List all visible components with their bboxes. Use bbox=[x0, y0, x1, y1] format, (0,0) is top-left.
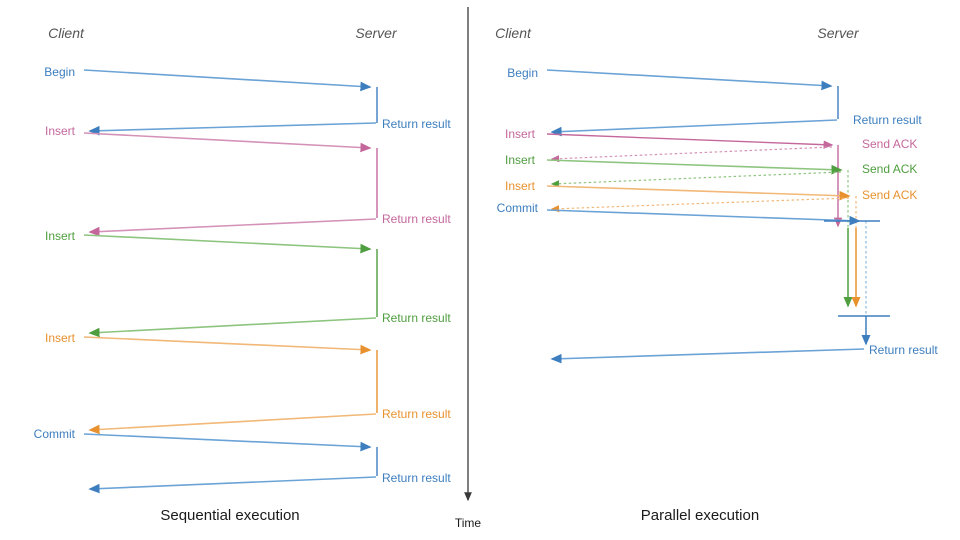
left-server-label-return-5: Return result bbox=[382, 471, 451, 485]
left-server-label-return-3: Return result bbox=[382, 311, 451, 325]
right-client-actor-label: Client bbox=[495, 25, 532, 41]
left-server-label-return-1: Return result bbox=[382, 117, 451, 131]
left-client-label-commit: Commit bbox=[34, 427, 76, 441]
left-begin-request-arrow bbox=[83, 69, 372, 92]
right-insert-1-request-arrow bbox=[546, 133, 834, 149]
left-insert-2-response-arrow bbox=[88, 317, 377, 338]
right-insert-2-exchange bbox=[546, 159, 853, 308]
right-server-label-return-1: Return result bbox=[853, 113, 922, 127]
right-client-label-commit: Commit bbox=[497, 201, 539, 215]
left-insert-1-request-arrow bbox=[83, 132, 372, 153]
right-insert-1-ack-arrow bbox=[550, 146, 833, 163]
right-server-label-ack-2: Send ACK bbox=[862, 162, 917, 176]
right-server-label-return-2: Return result bbox=[869, 343, 938, 357]
left-insert-2-exchange bbox=[83, 234, 378, 338]
right-begin-response-arrow bbox=[550, 119, 838, 137]
right-client-label-insert-3: Insert bbox=[505, 179, 536, 193]
left-begin-response-arrow bbox=[88, 122, 377, 136]
left-client-label-insert-2: Insert bbox=[45, 229, 76, 243]
left-insert-3-request-arrow bbox=[83, 336, 372, 355]
left-client-label-insert-3: Insert bbox=[45, 331, 76, 345]
right-commit-exchange bbox=[546, 209, 871, 364]
right-commit-response-arrow bbox=[550, 348, 865, 364]
left-panel-sequential: Client Server bbox=[34, 25, 452, 524]
time-axis-label: Time bbox=[455, 516, 482, 530]
left-client-label-insert-1: Insert bbox=[45, 124, 76, 138]
left-insert-2-request-arrow bbox=[83, 234, 372, 254]
left-commit-request-arrow bbox=[83, 433, 372, 452]
right-server-label-ack-1: Send ACK bbox=[862, 137, 917, 151]
right-insert-1-exchange bbox=[546, 133, 843, 228]
time-axis-divider: Time bbox=[455, 7, 482, 530]
left-commit-response-arrow bbox=[88, 476, 377, 494]
right-client-label-insert-1: Insert bbox=[505, 127, 536, 141]
right-begin-request-arrow bbox=[546, 69, 833, 91]
right-insert-3-request-arrow bbox=[546, 185, 851, 201]
right-insert-3-exchange bbox=[546, 185, 861, 308]
right-insert-3-ack-arrow bbox=[550, 197, 850, 213]
right-server-actor-label: Server bbox=[817, 25, 860, 41]
left-insert-1-response-arrow bbox=[88, 218, 377, 237]
right-insert-2-ack-arrow bbox=[550, 171, 842, 188]
right-client-label-insert-2: Insert bbox=[505, 153, 536, 167]
right-client-label-begin: Begin bbox=[507, 66, 538, 80]
right-panel-caption: Parallel execution bbox=[641, 507, 759, 524]
left-commit-exchange bbox=[83, 433, 378, 494]
left-server-actor-label: Server bbox=[355, 25, 398, 41]
right-panel-parallel: Client Server bbox=[495, 25, 938, 524]
left-insert-3-exchange bbox=[83, 336, 378, 435]
left-panel-caption: Sequential execution bbox=[160, 507, 299, 524]
left-client-label-begin: Begin bbox=[44, 65, 75, 79]
left-begin-exchange bbox=[83, 69, 378, 136]
right-commit-request-arrow bbox=[546, 209, 861, 226]
right-begin-exchange bbox=[546, 69, 839, 137]
right-server-label-ack-3: Send ACK bbox=[862, 188, 917, 202]
left-client-actor-label: Client bbox=[48, 25, 85, 41]
left-server-label-return-4: Return result bbox=[382, 407, 451, 421]
right-insert-2-request-arrow bbox=[546, 159, 843, 175]
left-insert-1-exchange bbox=[83, 132, 378, 237]
left-insert-3-response-arrow bbox=[88, 413, 377, 435]
left-server-label-return-2: Return result bbox=[382, 212, 451, 226]
